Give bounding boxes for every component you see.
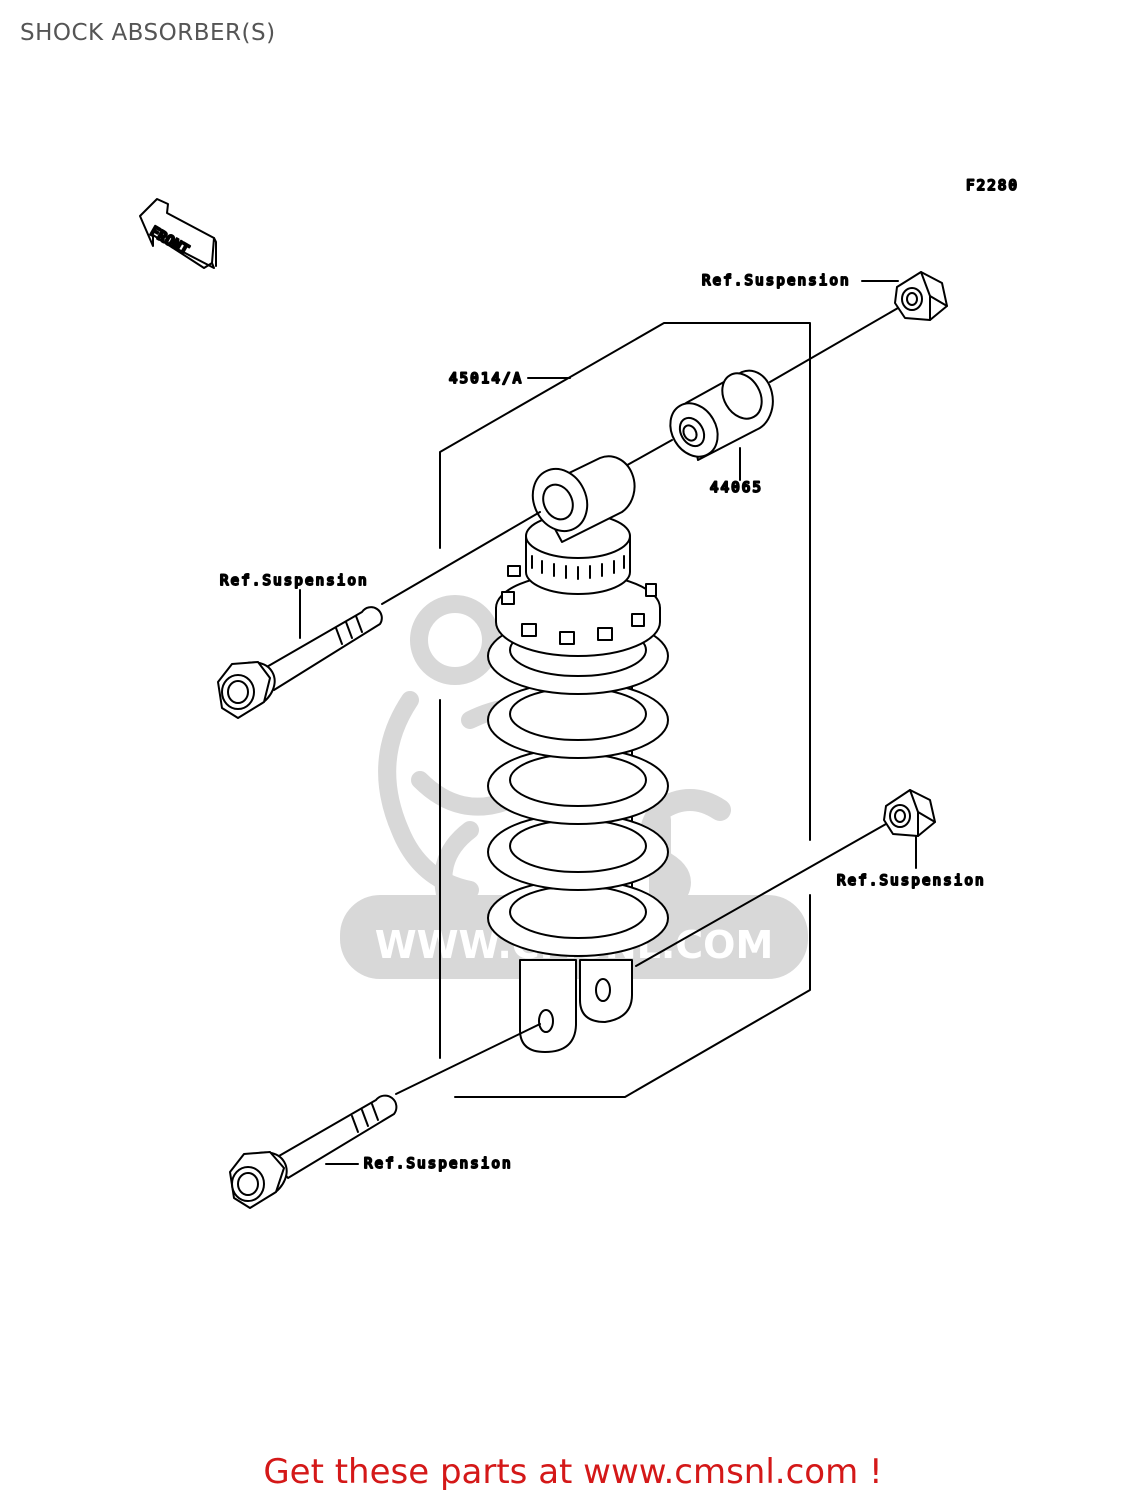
upper-bolt [217,606,383,719]
page-title: SHOCK ABSORBER(S) [20,20,276,46]
lower-nut [883,789,936,837]
lower-bolt [229,1094,398,1209]
lower-nut-ref-label: Ref.Suspension [837,873,986,889]
shock-absorber-unit [487,455,669,1053]
upper-bushing [669,369,774,461]
front-arrow-icon: FRONT [139,198,217,269]
bushing-part-number-label: 44065 [710,480,763,496]
top-nut [894,271,948,321]
cmsnl-cta-link[interactable]: Get these parts at www.cmsnl.com ! [263,1452,883,1492]
figure-code: F2280 [966,178,1019,194]
assembly-bracket [439,322,811,1098]
upper-bolt-ref-label: Ref.Suspension [220,573,369,589]
top-nut-ref-label: Ref.Suspension [702,273,851,289]
assembly-part-number-label: 45014/A [449,371,523,387]
lower-bolt-ref-label: Ref.Suspension [364,1156,513,1172]
